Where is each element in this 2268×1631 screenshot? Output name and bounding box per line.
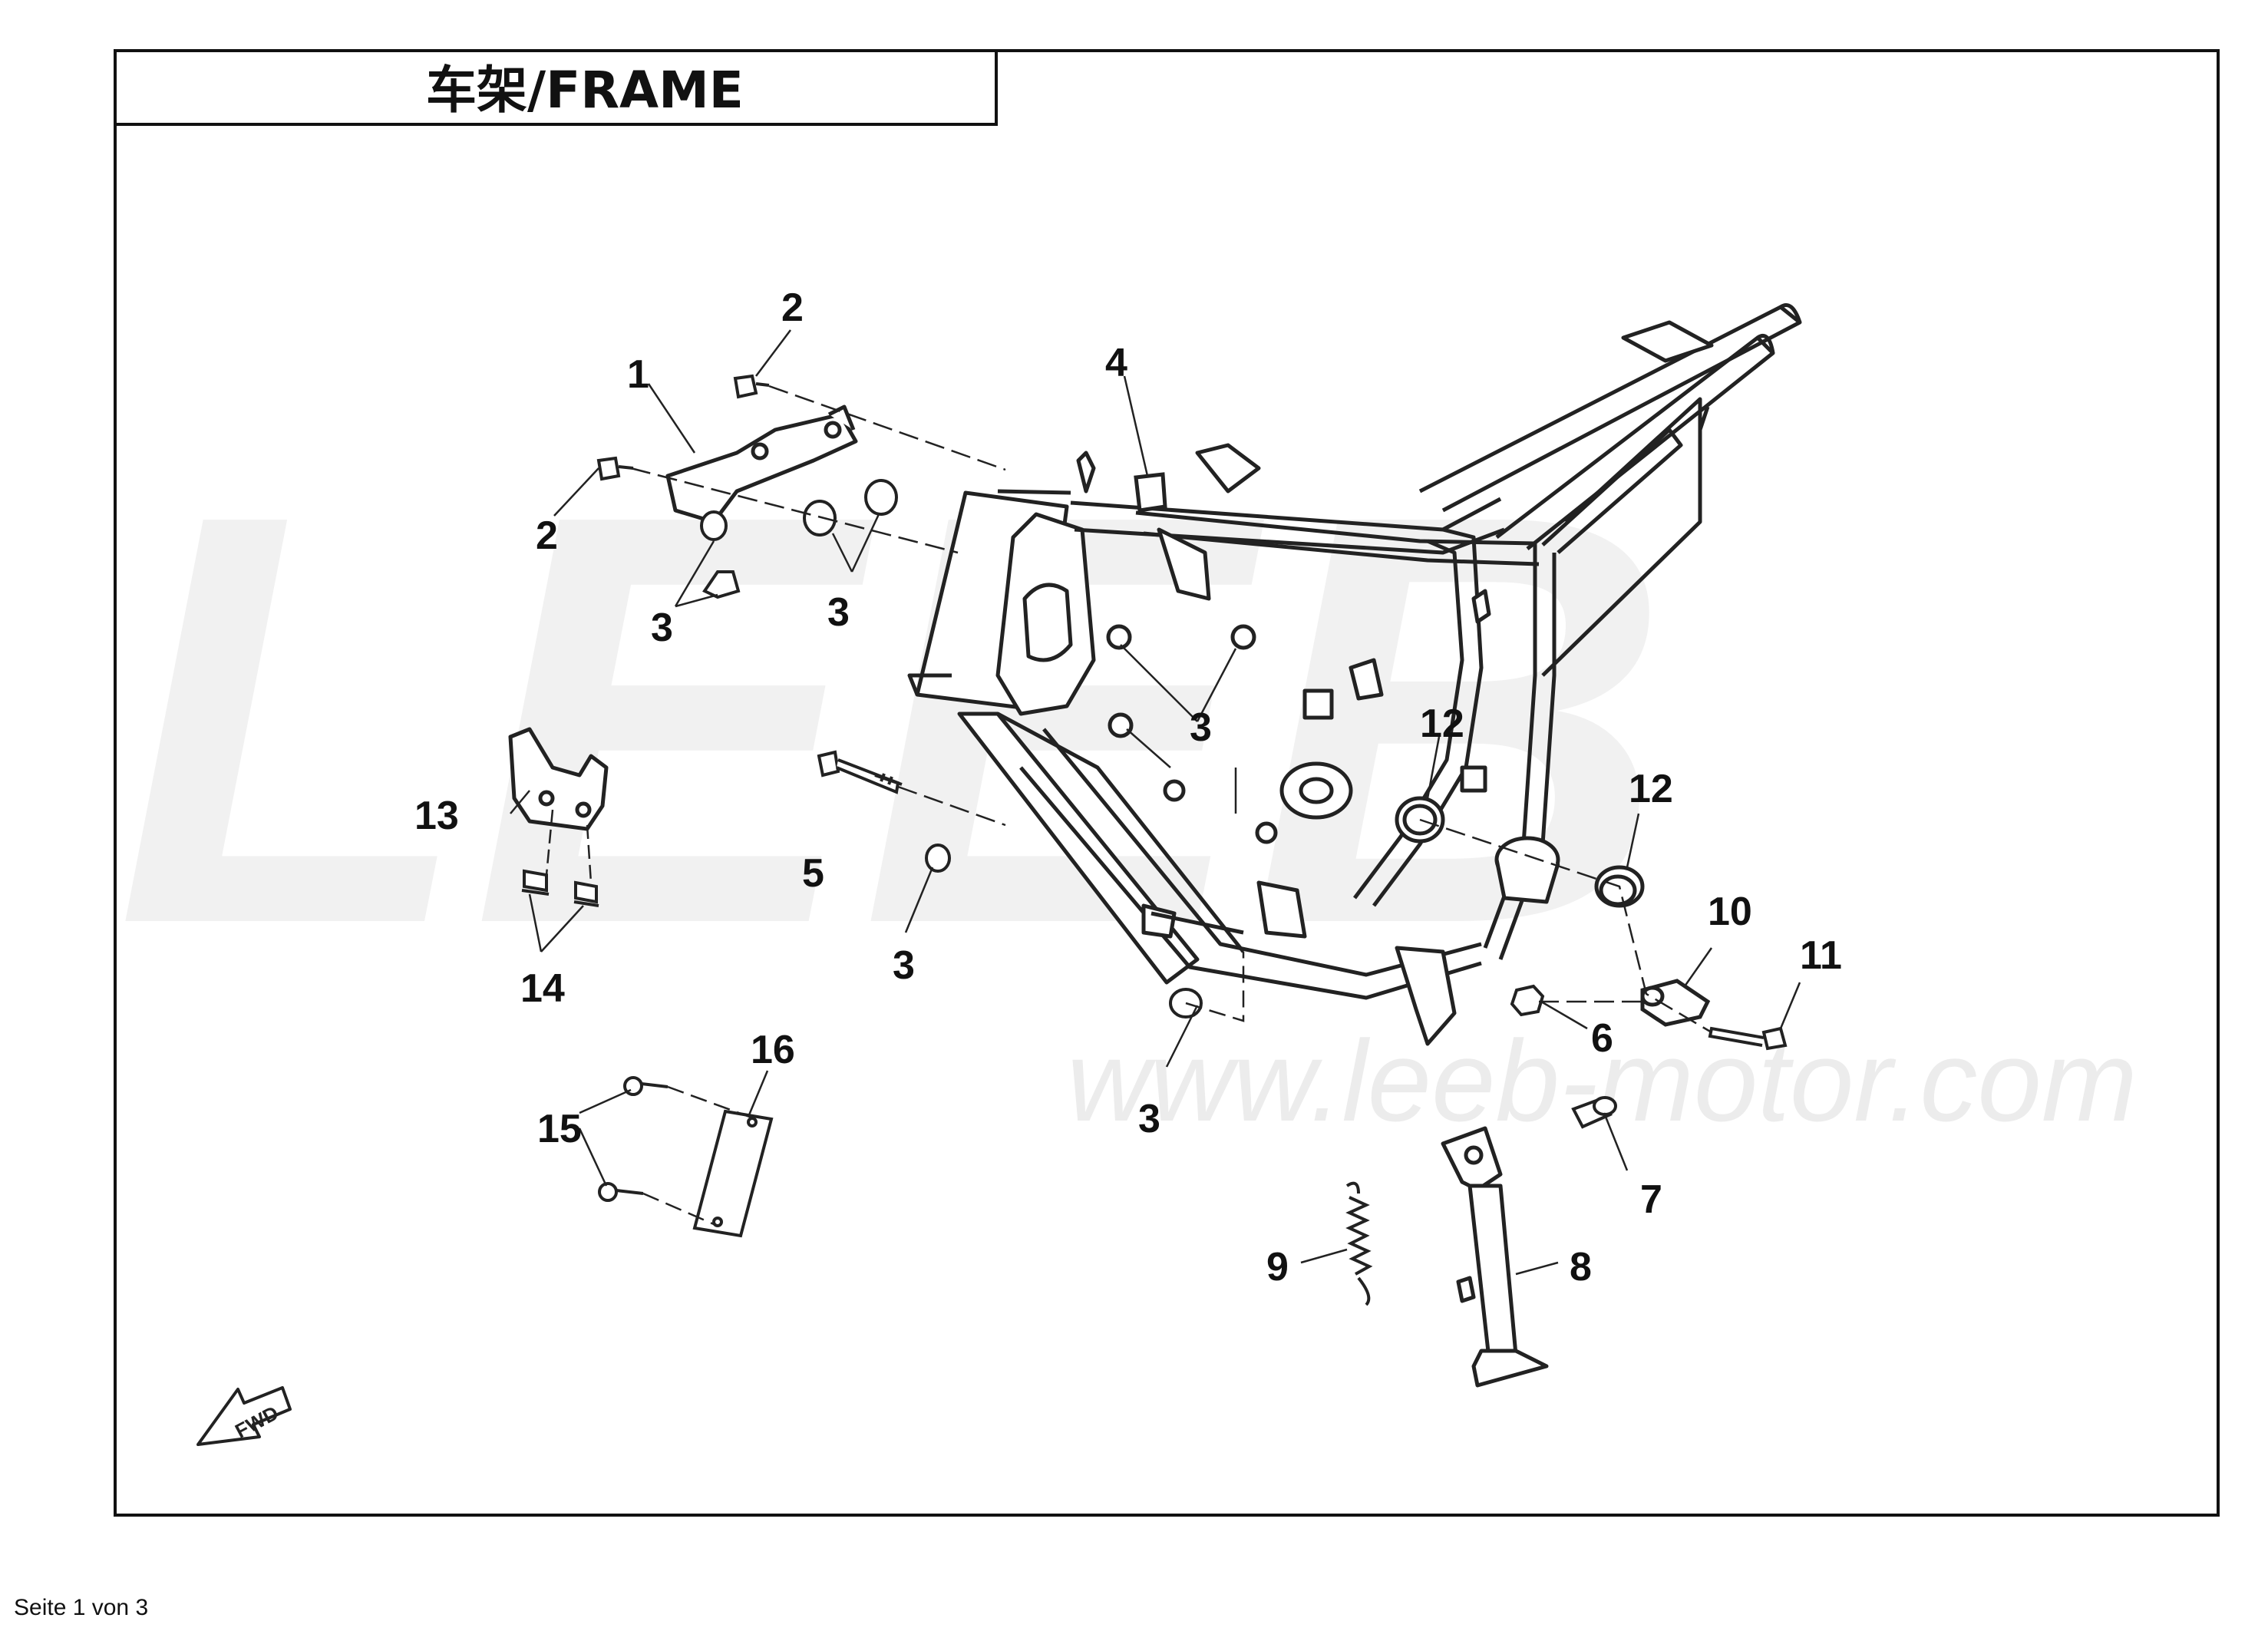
part-11-bolt [1708, 1026, 1788, 1051]
callout-11: 11 [1800, 933, 1842, 978]
callout-9: 9 [1266, 1245, 1289, 1289]
part-4-bushing [1134, 472, 1167, 513]
callout-3-mid: 3 [1190, 705, 1212, 750]
part-2-bolt-upper [733, 374, 770, 399]
title-box [114, 49, 998, 126]
diagram-border [114, 49, 2220, 1517]
callout-6: 6 [1591, 1016, 1613, 1061]
callout-3-lower-left: 3 [893, 943, 915, 988]
callout-4: 4 [1105, 341, 1127, 385]
watermark-url: www.leeb-motor.com [1067, 1016, 2138, 1145]
callout-3-top-left: 3 [651, 606, 673, 650]
part-3-grommets [700, 479, 1203, 1019]
part-16-plate [692, 1109, 774, 1238]
callout-7: 7 [1640, 1177, 1662, 1222]
callout-16: 16 [751, 1028, 795, 1072]
part-15-rivets [598, 1076, 669, 1202]
callout-15: 15 [537, 1107, 582, 1151]
part-9-spring [1345, 1181, 1373, 1306]
part-5-long-bolt [817, 750, 903, 794]
part-10-clamp [1640, 979, 1711, 1027]
callout-8: 8 [1570, 1245, 1592, 1289]
callout-12-right: 12 [1629, 767, 1673, 811]
callout-12-left: 12 [1420, 702, 1464, 746]
callout-labels: 2 1 4 2 3 3 3 12 12 13 5 10 11 3 14 6 16… [414, 286, 1842, 1289]
part-8-side-stand [1441, 1126, 1549, 1388]
callout-14: 14 [520, 966, 565, 1011]
part-14-screws [521, 869, 599, 907]
callout-2-left: 2 [536, 513, 558, 558]
page-footer: Seite 1 von 3 [14, 1595, 149, 1620]
main-frame [907, 303, 1802, 1046]
leader-lines [510, 329, 1801, 1276]
callout-2-top: 2 [781, 286, 804, 330]
part-6-nut [1510, 984, 1545, 1017]
part-2-bolt-lower [596, 456, 634, 481]
callout-3-bottom: 3 [1138, 1097, 1160, 1141]
callout-10: 10 [1708, 890, 1752, 934]
callout-13: 13 [414, 794, 459, 838]
callout-1: 1 [627, 352, 649, 397]
callout-3-top-right: 3 [827, 590, 850, 635]
part-1-bracket [665, 404, 858, 524]
fwd-arrow-icon: FWD [196, 1386, 292, 1446]
frame-title: 车架/FRAME [426, 61, 744, 120]
callout-5: 5 [802, 851, 824, 896]
part-13-bracket [508, 727, 609, 831]
